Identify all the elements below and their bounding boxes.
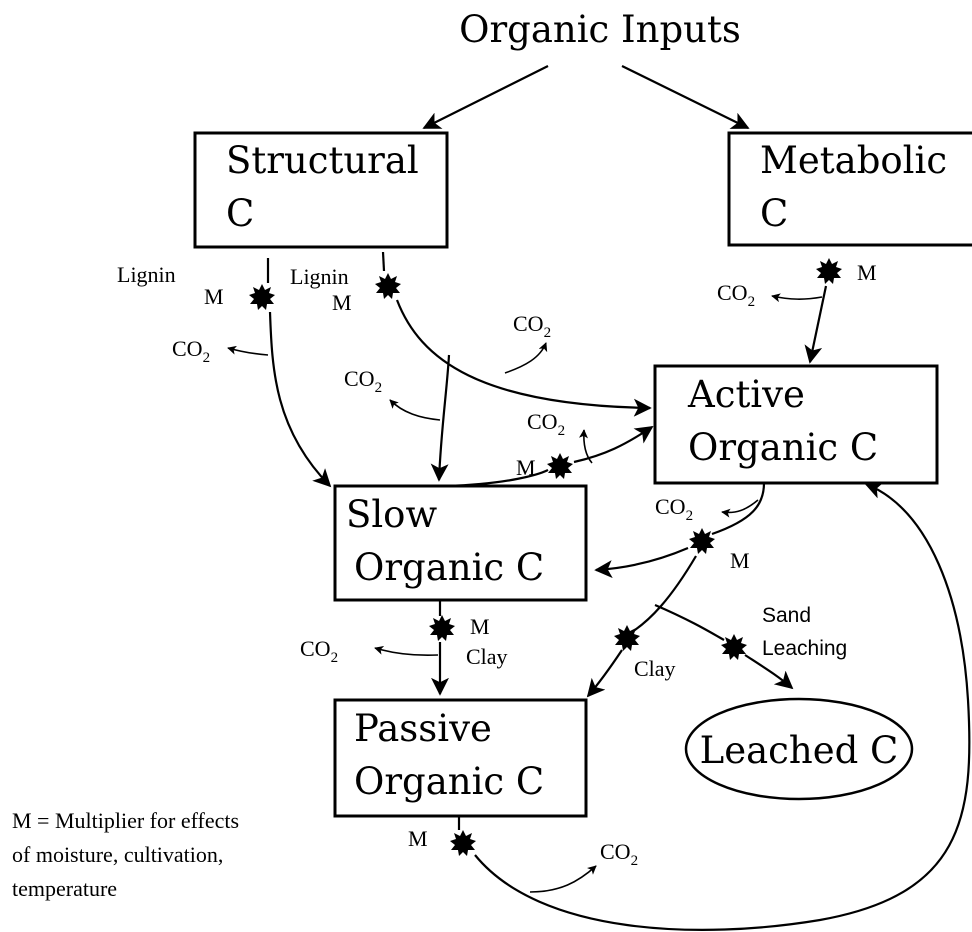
lignin-label-left: Lignin	[117, 262, 176, 287]
slow-organic-c-line2: Organic C	[354, 546, 544, 589]
edge-structural-right-stub	[381, 251, 386, 272]
legend: M = Multiplier for effects of moisture, …	[12, 808, 239, 901]
active-organic-c-line2: Organic C	[688, 426, 878, 469]
multiplier-burst-active	[689, 528, 715, 554]
passive-organic-c-line1: Passive	[354, 707, 492, 750]
edge-active-to-leaching	[654, 603, 725, 641]
arrow-structural-to-slow	[268, 311, 332, 488]
slow-organic-c-pool: Slow Organic C	[333, 484, 588, 602]
arrow-co2-metabolic	[771, 293, 823, 303]
multiplier-label-structural-right: M	[332, 290, 352, 315]
edge-slow-to-burst	[446, 469, 549, 488]
active-organic-c-pool: Active Organic C	[653, 364, 939, 485]
arrow-co2-passive	[529, 865, 597, 893]
active-organic-c-box	[653, 364, 939, 485]
legend-line1: M = Multiplier for effects	[12, 808, 239, 833]
multiplier-burst-passive	[450, 830, 476, 856]
edge-active-to-clay	[631, 555, 697, 633]
leaching-label: Leaching	[762, 637, 847, 660]
multiplier-burst-slow-active	[547, 453, 573, 479]
arrow-structural-mid-to-slow	[430, 354, 451, 482]
multiplier-label-passive: M	[408, 826, 428, 851]
structural-c-line2: C	[226, 192, 254, 235]
arrow-metabolic-to-active	[804, 285, 828, 364]
arrow-co2-slow-active	[579, 429, 593, 464]
multiplier-label-active: M	[730, 548, 750, 573]
metabolic-c-line2: C	[760, 192, 788, 235]
co2-label-metabolic: CO2	[717, 280, 755, 310]
metabolic-c-line1: Metabolic	[760, 139, 947, 182]
clay-label-slow: Clay	[466, 644, 508, 669]
co2-label-passive: CO2	[600, 839, 638, 869]
legend-line2: of moisture, cultivation,	[12, 842, 223, 867]
co2-label-structural-left: CO2	[172, 336, 210, 366]
arrow-co2-slow-passive	[374, 646, 439, 657]
arrow-co2-structural-active	[504, 342, 548, 374]
passive-organic-c-line2: Organic C	[354, 760, 544, 803]
co2-label-active: CO2	[655, 494, 693, 524]
active-organic-c-line1: Active	[687, 373, 805, 416]
arrow-passive-to-active	[474, 481, 971, 931]
structural-c-box	[193, 131, 449, 249]
sand-label: Sand	[762, 604, 811, 627]
structural-c-pool: Structural C	[193, 131, 449, 249]
co2-label-slow-passive: CO2	[300, 636, 338, 666]
arrow-inputs-to-structural	[422, 65, 549, 129]
passive-organic-c-box	[333, 698, 588, 818]
clay-label-active: Clay	[634, 656, 676, 681]
multiplier-label-metabolic: M	[857, 260, 877, 285]
multiplier-label-slow-passive: M	[470, 614, 490, 639]
co2-label-structural-mid: CO2	[344, 366, 382, 396]
arrow-inputs-to-metabolic	[621, 65, 750, 129]
arrow-co2-active	[721, 499, 759, 518]
metabolic-c-pool: Metabolic C	[727, 131, 972, 247]
arrow-co2-structural-left	[227, 345, 269, 356]
multiplier-burst-structural-left	[249, 284, 275, 310]
passive-organic-c-pool: Passive Organic C	[333, 698, 588, 818]
leached-c-ellipse	[684, 697, 914, 801]
arrow-to-leached	[744, 654, 794, 690]
structural-c-line1: Structural	[226, 139, 419, 182]
arrow-slow-to-active	[573, 426, 654, 464]
lignin-label-right: Lignin	[290, 264, 349, 289]
arrow-co2-structural-mid	[389, 399, 441, 421]
legend-line3: temperature	[12, 876, 117, 901]
arrow-structural-to-active	[395, 299, 652, 417]
multiplier-burst-structural-right	[375, 273, 401, 299]
metabolic-c-box	[727, 131, 972, 247]
slow-organic-c-line1: Slow	[346, 493, 437, 536]
arrow-active-to-passive	[586, 649, 623, 698]
multiplier-burst-metabolic	[816, 258, 842, 284]
edge-active-down	[711, 482, 766, 536]
co2-label-slow-active: CO2	[527, 409, 565, 439]
leached-c-pool: Leached C	[684, 697, 914, 801]
arrow-active-to-slow	[594, 546, 689, 579]
multiplier-label-slow-active: M	[516, 455, 536, 480]
multiplier-burst-slow-passive	[429, 615, 455, 641]
multiplier-label-structural-left: M	[204, 284, 224, 309]
multiplier-burst-leaching	[721, 634, 747, 660]
leached-c-label: Leached C	[700, 729, 899, 772]
co2-label-structural-active: CO2	[513, 311, 551, 341]
diagram-title: Organic Inputs	[459, 8, 741, 51]
